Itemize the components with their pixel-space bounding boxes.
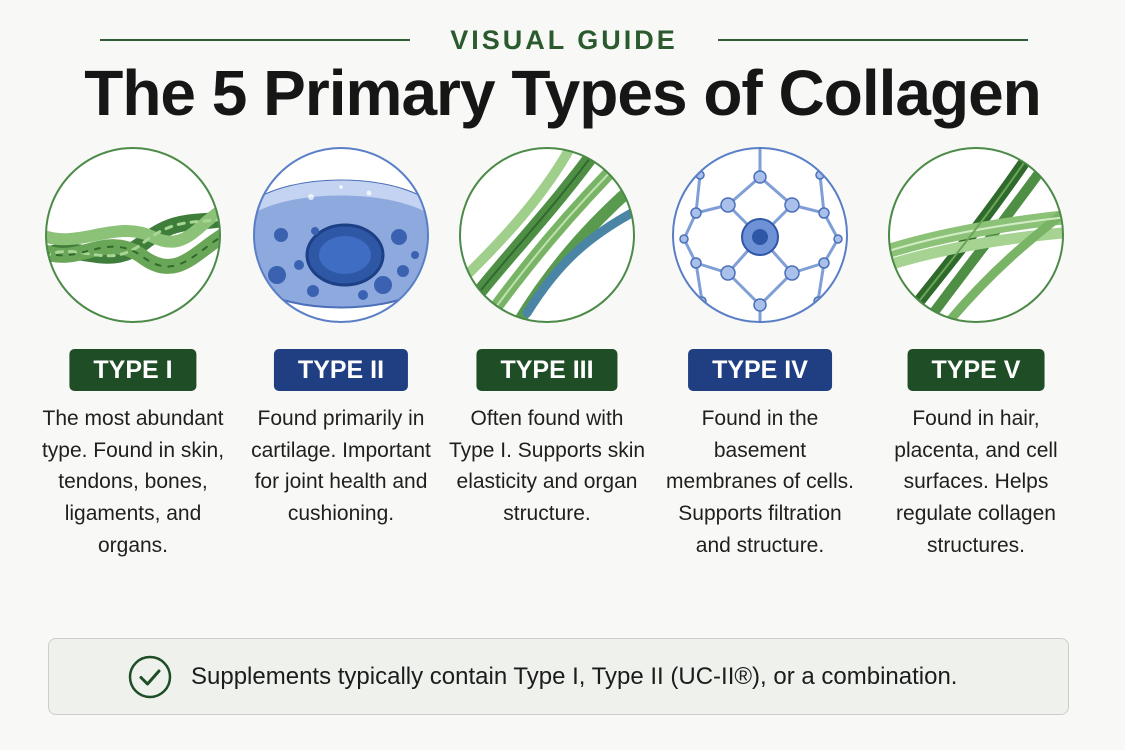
molecular-network-icon	[670, 145, 850, 325]
type-description: Found in hair, placenta, and cell surfac…	[894, 407, 1058, 557]
type-description: Often found with Type I. Supports skin e…	[448, 407, 646, 526]
header-eyebrow-row: VISUAL GUIDE	[100, 24, 1028, 56]
braided-fiber-icon	[43, 145, 223, 325]
type-badge: TYPE I	[69, 349, 197, 391]
eyebrow-label: VISUAL GUIDE	[450, 24, 678, 55]
type-badge: TYPE II	[273, 349, 409, 391]
collagen-types-row: TYPE I The most abundant type. Found in …	[0, 145, 1125, 625]
page-title: The 5 Primary Types of Collagen	[84, 57, 1042, 129]
type-description: Found primarily in cartilage. Important …	[251, 407, 431, 526]
eyebrow-divider-right	[717, 39, 1028, 41]
cartilage-cell-icon	[251, 145, 431, 325]
type-badge: TYPE IV	[688, 349, 832, 391]
supplement-note-banner: Supplements typically contain Type I, Ty…	[48, 638, 1069, 715]
type-badge: TYPE III	[476, 349, 618, 391]
check-circle-icon	[128, 655, 172, 698]
eyebrow-divider-left	[100, 39, 411, 41]
crossed-fibers-icon	[886, 145, 1066, 325]
type-description: Found in the basement membranes of cells…	[666, 407, 854, 557]
banner-text: Supplements typically contain Type I, Ty…	[191, 662, 958, 690]
fiber-bundle-icon	[457, 145, 637, 325]
type-description: The most abundant type. Found in skin, t…	[41, 407, 225, 557]
type-badge: TYPE V	[907, 349, 1045, 391]
